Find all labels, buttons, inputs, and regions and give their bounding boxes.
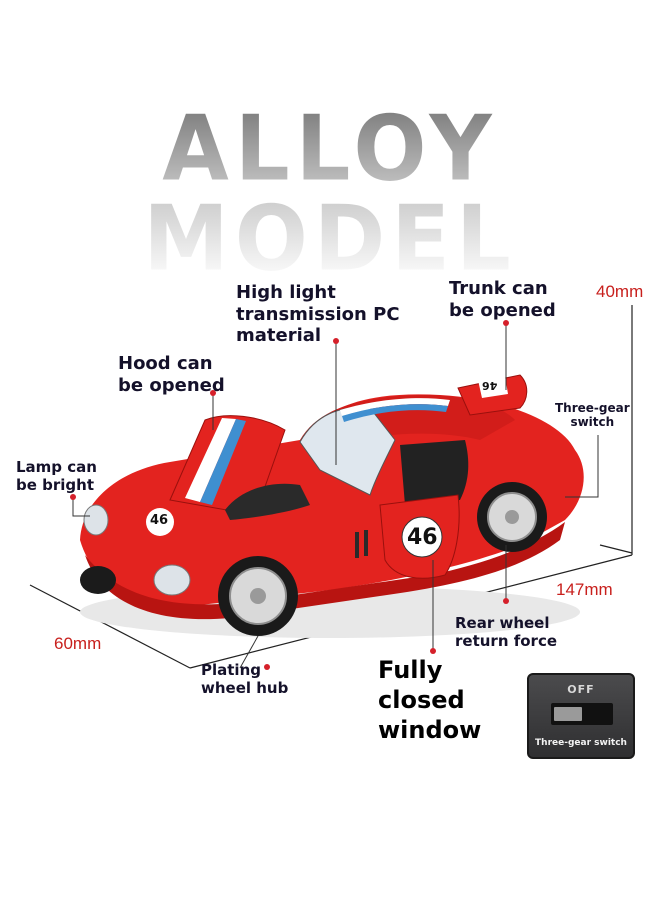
window-dot bbox=[430, 648, 436, 654]
length-dimension: 147mm bbox=[556, 580, 613, 599]
switch-slot bbox=[551, 703, 613, 725]
switch-caption: Three-gear switch bbox=[535, 738, 627, 748]
rear-wheel-callout: Rear wheel return force bbox=[455, 614, 558, 650]
hood-dot bbox=[210, 390, 216, 396]
switch-knob bbox=[554, 707, 582, 721]
width-dimension: 60mm bbox=[54, 634, 102, 653]
plating-dot bbox=[264, 664, 270, 670]
plating-callout: Plating wheel hub bbox=[201, 661, 289, 697]
hood-number: 46 bbox=[150, 513, 169, 528]
hood-callout: Hood can be opened bbox=[118, 353, 225, 396]
lamp-dot bbox=[70, 494, 76, 500]
window-callout: Fully closed window bbox=[378, 656, 482, 744]
callout-lines bbox=[72, 324, 599, 669]
trunk-callout: Trunk can be opened bbox=[449, 278, 556, 321]
door-number: 46 bbox=[407, 525, 438, 550]
trunk-dot bbox=[503, 320, 509, 326]
pc-material-callout: High light transmission PC material bbox=[236, 282, 400, 347]
rear-wheel-dot bbox=[503, 598, 509, 604]
lamp-callout: Lamp can be bright bbox=[16, 458, 97, 494]
pc-material-dot bbox=[333, 338, 339, 344]
trunk-number: 46 bbox=[482, 379, 498, 393]
switch-off-label: OFF bbox=[567, 683, 595, 696]
height-dimension: 40mm bbox=[596, 282, 644, 301]
red-race-car bbox=[80, 374, 584, 636]
three-gear-callout: Three-gear switch bbox=[555, 401, 630, 430]
alloy-model-title: ALLOY MODEL bbox=[0, 104, 660, 285]
three-gear-switch: OFF Three-gear switch bbox=[527, 673, 635, 759]
